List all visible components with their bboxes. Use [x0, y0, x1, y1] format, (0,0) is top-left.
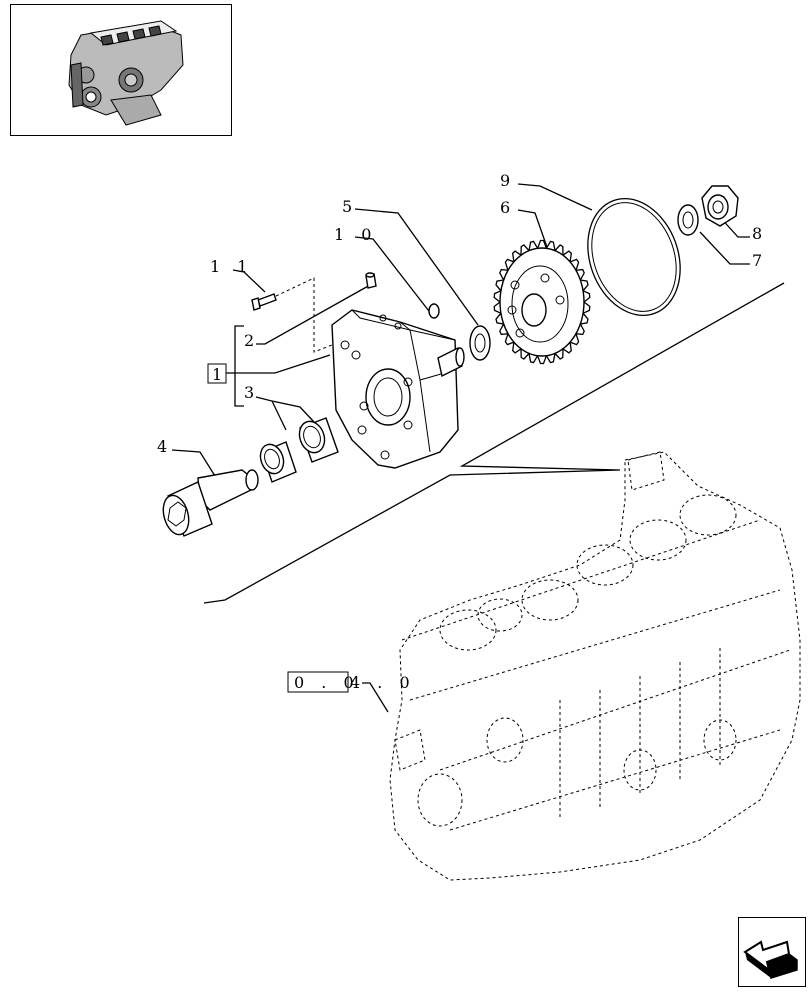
- callout-9[interactable]: 9: [500, 171, 516, 190]
- part-9-o-ring[interactable]: [572, 186, 696, 329]
- part-3-bushing-b[interactable]: [257, 441, 297, 483]
- part-5-washer[interactable]: [469, 325, 491, 361]
- callout-2[interactable]: 2: [244, 331, 260, 350]
- part-3-bushing-a[interactable]: [295, 417, 339, 463]
- callout-4[interactable]: 4: [157, 437, 173, 456]
- next-page-arrow-icon: [743, 940, 798, 979]
- engine-thumbnail-icon: [68, 20, 184, 126]
- part-2-dowel-pin[interactable]: [365, 272, 377, 289]
- engine-block: [389, 451, 801, 881]
- reference-leader: [362, 682, 389, 713]
- group-bracket: [234, 325, 244, 407]
- part-10-small-ring[interactable]: [428, 303, 440, 319]
- callout-8[interactable]: 8: [752, 224, 768, 243]
- leader-lines: [171, 183, 750, 477]
- callout-10[interactable]: 1 0: [334, 225, 377, 244]
- callout-3[interactable]: 3: [244, 383, 260, 402]
- part-11-screw[interactable]: [251, 293, 277, 311]
- part-6-gear[interactable]: [493, 239, 591, 365]
- callout-7[interactable]: 7: [752, 251, 768, 270]
- assembly-dash: [275, 277, 333, 353]
- reference-tail-text[interactable]: 4 . 0: [350, 673, 416, 692]
- part-1-pump-body[interactable]: [331, 309, 465, 469]
- callout-1[interactable]: 1: [212, 365, 228, 384]
- sub-assembly-frame: [203, 282, 785, 604]
- part-8-nut[interactable]: [701, 185, 739, 227]
- callout-6[interactable]: 6: [500, 198, 516, 217]
- callout-11[interactable]: 1 1: [210, 257, 253, 276]
- engine-thumbnail: [10, 4, 232, 136]
- reference-box: [287, 671, 349, 693]
- reference-box-text[interactable]: 0 . 0: [294, 673, 360, 692]
- part-7-washer[interactable]: [677, 204, 699, 236]
- part-4-shaft[interactable]: [159, 469, 259, 537]
- callout-5[interactable]: 5: [342, 197, 358, 216]
- next-page-button[interactable]: [738, 917, 806, 987]
